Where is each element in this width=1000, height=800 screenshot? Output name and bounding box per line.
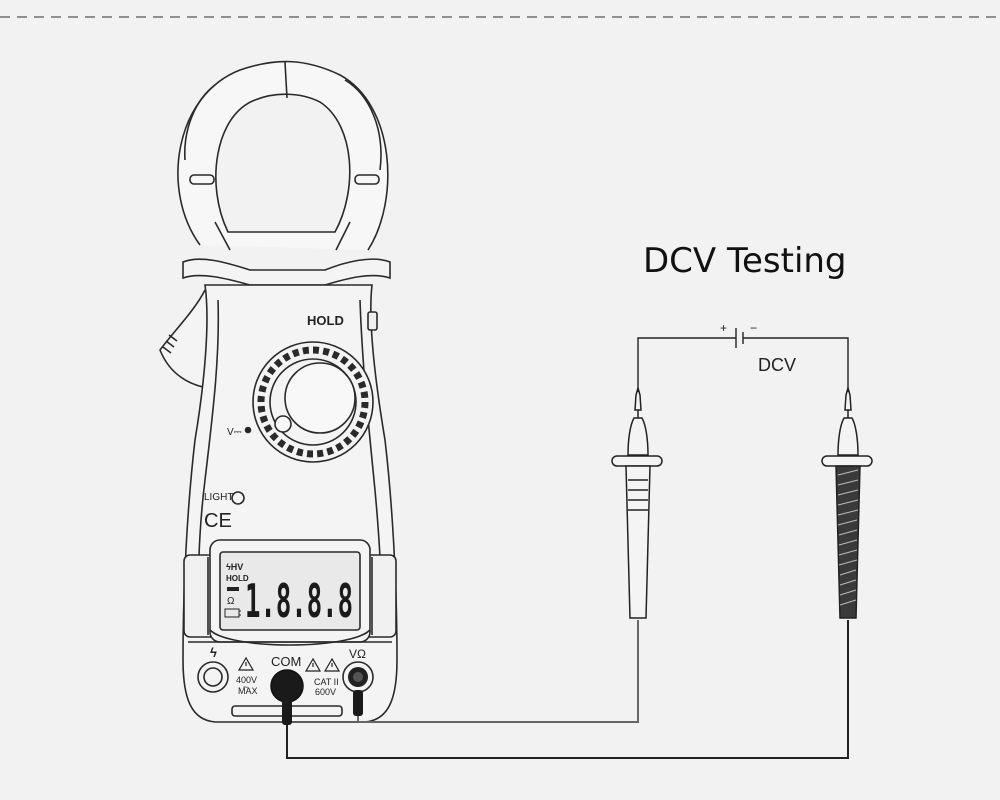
dc-source-circuit <box>637 328 849 392</box>
body-inner-edge-right <box>359 299 381 561</box>
jaw-slot-right <box>354 174 380 185</box>
lcd-reading: 1.8.8.8 <box>245 574 353 628</box>
battery-icon <box>224 608 241 618</box>
light-label: LIGHT <box>204 492 233 503</box>
clamp-meter <box>159 60 398 723</box>
black-lead-wire <box>286 620 849 759</box>
clamp-jaw-inner <box>215 93 351 233</box>
hold-button[interactable] <box>367 311 378 331</box>
light-button-icon[interactable] <box>231 491 245 505</box>
dial-knurled-edge <box>257 346 369 458</box>
warning-icon <box>237 656 255 671</box>
display-bottom-curve <box>209 629 371 646</box>
positive-test-probe[interactable] <box>611 385 663 619</box>
jaw-slot-left <box>189 174 215 185</box>
negative-terminal-sign: − <box>750 321 757 335</box>
dial-inner-ring <box>269 358 357 446</box>
dcv-source-label: DCV <box>758 355 796 375</box>
clamp-trigger <box>159 289 209 389</box>
vohm-jack[interactable] <box>342 661 374 693</box>
vohm-plug <box>353 690 363 716</box>
collar-band <box>182 258 391 286</box>
positive-terminal-sign: + <box>720 321 727 335</box>
com-label: COM <box>271 654 301 669</box>
test-lead-wires <box>286 620 849 759</box>
com-plug <box>282 695 292 725</box>
jaw-split-line <box>284 61 288 99</box>
vohm-label: VΩ <box>349 647 366 661</box>
trigger-grip-lines <box>162 334 178 354</box>
category-voltage-label: 600V <box>315 687 336 697</box>
body-inner-edge-left <box>198 299 220 561</box>
lcd-screen <box>219 551 361 631</box>
hold-label: HOLD <box>307 313 344 328</box>
dial-pointer <box>274 415 292 433</box>
warning-icon <box>304 657 341 672</box>
jaw-neck-right <box>335 221 351 251</box>
dial-position-dot <box>244 426 252 434</box>
red-lead-wire <box>357 620 639 723</box>
ce-mark: CE <box>204 510 232 532</box>
lcd-ohm-indicator: Ω <box>227 596 235 607</box>
lcd-hv-indicator: ϟHV <box>226 562 243 572</box>
jaw-groove-left <box>184 84 216 161</box>
dial-mode-label: V⎓ <box>227 427 242 438</box>
left-rating-ac-symbol: ~ <box>243 682 248 692</box>
left-rating-voltage: 400V <box>236 675 257 685</box>
rotary-dial[interactable] <box>244 341 374 463</box>
dial-knob <box>284 362 356 434</box>
negative-test-probe[interactable] <box>821 385 873 619</box>
left-jack[interactable] <box>197 661 229 693</box>
category-label: CAT II <box>314 677 339 687</box>
jaw-groove-right <box>344 79 382 171</box>
diagram-title: DCV Testing <box>643 241 847 281</box>
left-rating-max: MAX <box>238 686 258 696</box>
lcd-hold-indicator: HOLD <box>226 574 249 583</box>
jaw-neck-left <box>214 221 231 251</box>
lcd-minus-segment <box>227 587 239 591</box>
lightning-icon: ϟ <box>210 645 217 660</box>
